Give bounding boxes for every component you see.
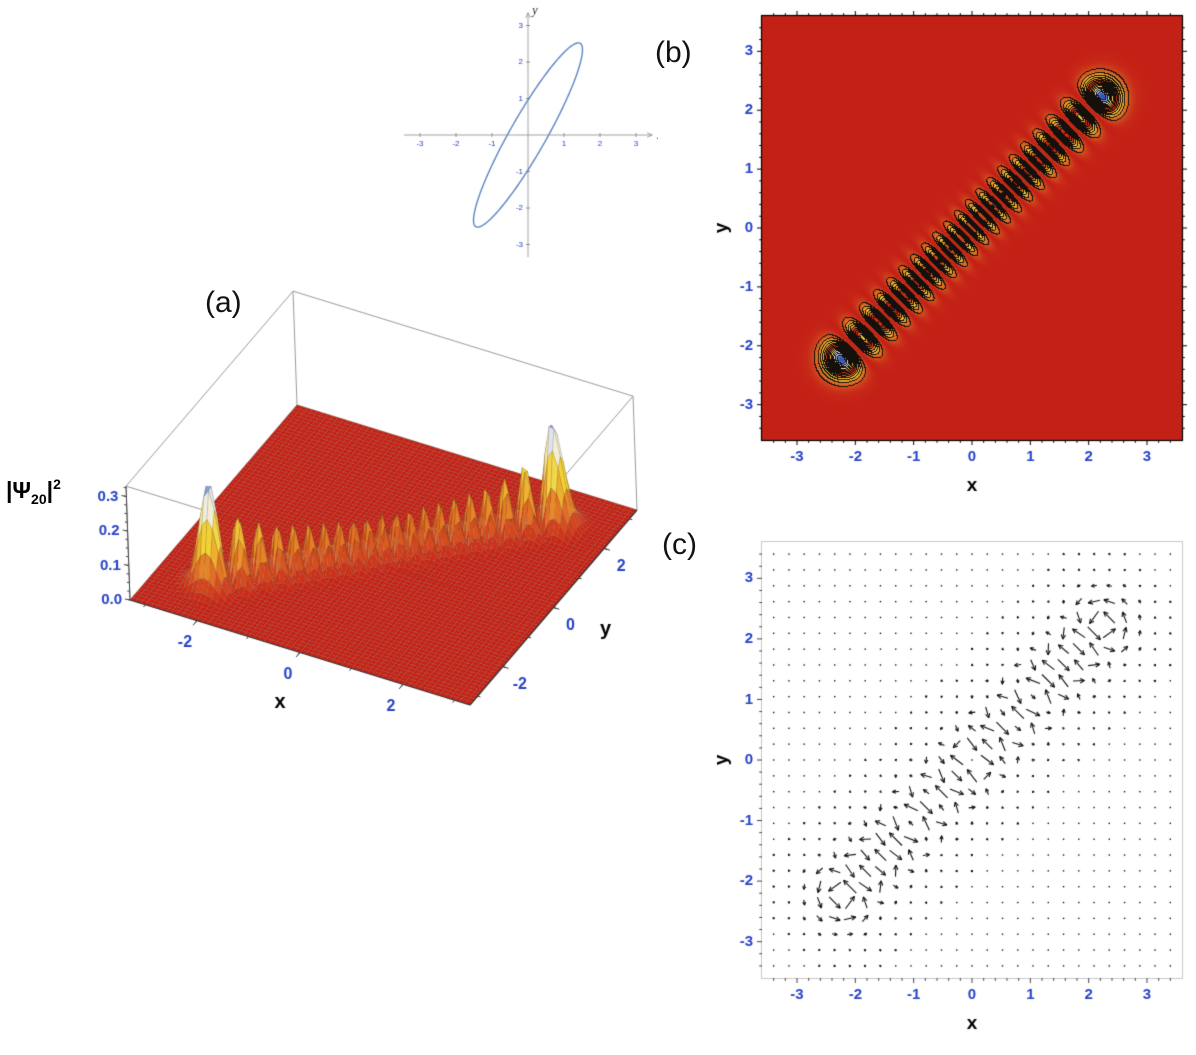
panel-label-c: (c)	[662, 528, 697, 561]
z-axis-label-sub: 20	[31, 491, 47, 507]
z-axis-label-open: |Ψ	[6, 477, 32, 503]
z-axis-label-close: |	[46, 477, 54, 503]
current-quiver-plot	[705, 524, 1196, 1046]
z-axis-label: |Ψ20|2	[6, 476, 61, 507]
phase-ellipse-inset-plot	[398, 2, 658, 260]
z-axis-label-sup: 2	[53, 476, 61, 492]
panel-label-b: (b)	[655, 36, 692, 69]
density-contour-plot	[705, 0, 1196, 505]
surface-3d-plot	[45, 275, 695, 755]
